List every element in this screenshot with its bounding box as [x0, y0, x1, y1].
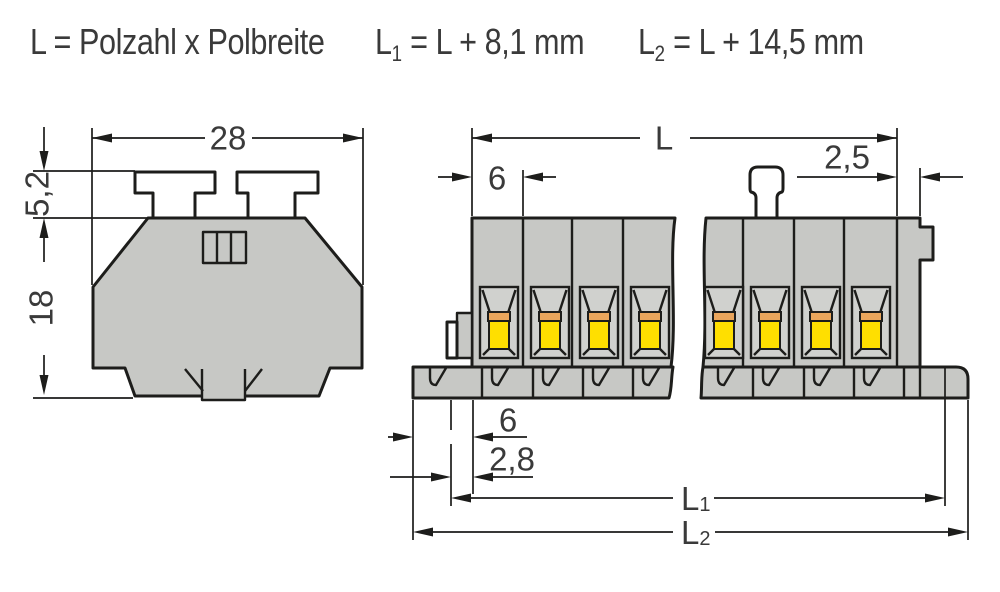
- front-dim-width-label: 28: [210, 120, 247, 157]
- front-dim-width: 28: [91, 120, 364, 285]
- front-mounting-tab-left: [133, 170, 217, 220]
- front-view: 28 5,2 18: [19, 120, 364, 402]
- front-marker-slot: [201, 230, 248, 265]
- side-flange-inner: [455, 311, 474, 360]
- formula-l1-rhs: = L + 8,1 mm: [402, 21, 585, 62]
- side-dim-foot-offset-label: 2,8: [489, 441, 535, 478]
- clamp-socket: [629, 285, 671, 360]
- side-flange-outer: [445, 320, 459, 360]
- side-dim-l2: L2: [413, 514, 968, 551]
- formula-l1: L1 = L + 8,1 mm: [375, 21, 585, 67]
- rail-segments: [428, 366, 922, 398]
- side-dim-l2-base: L: [681, 514, 699, 551]
- formula-l2-base: L: [638, 21, 655, 62]
- formula-pitch: L = Polzahl x Polbreite: [30, 21, 325, 62]
- side-dim-pole-width: 6: [438, 160, 556, 216]
- side-dim-l2-label: L2: [681, 514, 710, 551]
- clamp-sockets: [478, 285, 892, 360]
- bottom-extension-lines: [412, 368, 969, 540]
- clamp-socket: [478, 285, 520, 360]
- clamp-socket: [703, 285, 745, 360]
- formula-l2-rhs: = L + 14,5 mm: [665, 21, 864, 62]
- front-dim-body-height-label: 18: [23, 290, 60, 327]
- clamp-socket: [800, 285, 842, 360]
- front-dim-tab-height-label: 5,2: [19, 171, 56, 217]
- front-foot: [184, 368, 263, 402]
- front-dim-heights: 5,2 18: [19, 127, 148, 399]
- side-dim-l1-base: L: [681, 480, 699, 517]
- side-dim-rail-overhang-label: 6: [499, 402, 517, 439]
- formula-l1-base: L: [375, 21, 392, 62]
- side-dim-length: L: [471, 120, 898, 216]
- formula-l2: L2 = L + 14,5 mm: [638, 21, 864, 67]
- clamp-socket: [749, 285, 791, 360]
- formula-l1-sub: 1: [391, 41, 403, 66]
- side-dim-foot-offset: 2,8: [390, 441, 535, 482]
- side-dim-l1: L1: [451, 480, 945, 517]
- side-dim-end-plate: 2,5: [797, 139, 963, 216]
- side-dim-length-label: L: [655, 120, 673, 157]
- front-body: [91, 216, 364, 398]
- front-mounting-tab-right: [235, 170, 320, 220]
- release-tab: [748, 165, 785, 220]
- side-dim-pole-width-label: 6: [488, 160, 506, 197]
- clamp-socket: [850, 285, 892, 360]
- rail-right-piece: [699, 365, 970, 400]
- side-dim-l1-label: L1: [681, 480, 710, 517]
- side-dim-l2-sub: 2: [699, 528, 710, 550]
- side-dim-l1-sub: 1: [699, 494, 710, 516]
- side-dim-end-plate-label: 2,5: [824, 139, 870, 176]
- side-dim-rail-overhang: 6: [388, 402, 527, 442]
- clamp-socket: [578, 285, 620, 360]
- side-view: L 6 2,5 6: [388, 120, 970, 551]
- formula-l2-sub: 2: [654, 41, 666, 66]
- clamp-socket: [529, 285, 571, 360]
